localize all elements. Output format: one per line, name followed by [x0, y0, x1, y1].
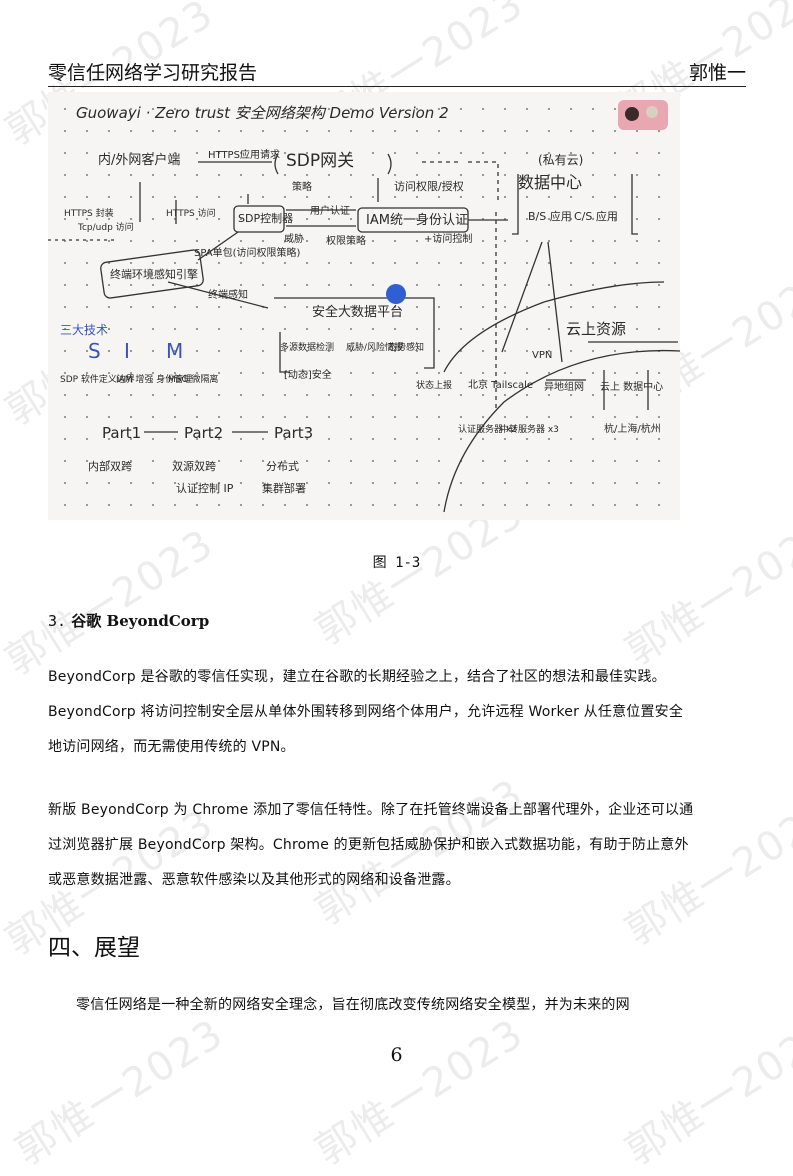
- section-heading: 3. 谷歌 BeyondCorp: [48, 610, 209, 631]
- sketch-https-request: HTTPS应用请求: [208, 148, 280, 161]
- sketch-spa: SPA单包(访问权限策略): [194, 246, 300, 259]
- paragraph-line: BeyondCorp 将访问控制安全层从单体外围转移到网络个体用户，允许远程 W…: [48, 704, 684, 720]
- sketch-server: 中转服务器 x3: [500, 423, 559, 435]
- paragraph-line: BeyondCorp 是谷歌的零信任实现，建立在谷歌的长期经验之上，结合了社区的…: [48, 669, 666, 685]
- sketch-strokes: [48, 153, 680, 513]
- page-header: 零信任网络学习研究报告 郭惟一: [48, 58, 746, 87]
- sketch-part1: Part1: [102, 424, 141, 442]
- sketch-client: 内/外网客户端: [98, 152, 180, 168]
- sketch-auth-policy: 权限策略: [326, 234, 366, 247]
- sketch-remote-net: 异地组网: [544, 380, 584, 393]
- sketch-platform-item: 多源数据检测: [280, 341, 334, 353]
- sketch-vpn: VPN: [532, 350, 552, 361]
- sketch-cities: 杭/上海/杭州: [604, 422, 661, 435]
- sketch-platform-item: 威胁/风险情报: [346, 341, 403, 353]
- sketch-threat: 威胁: [284, 232, 304, 245]
- sketch-title: Guowayi · Zero trust 安全网络架构 Demo Version…: [76, 104, 449, 122]
- sketch-sdp-gateway: SDP网关: [286, 151, 354, 171]
- chapter-heading: 四、展望: [48, 935, 140, 961]
- sketch-cs-app: C/S 应用: [574, 209, 618, 223]
- sketch-datacenter-top: (私有云): [538, 153, 583, 167]
- sketch-letter-m: M: [166, 339, 183, 363]
- watermark: 郭惟一2023: [307, 1010, 533, 1175]
- author-name: 郭惟一: [688, 62, 746, 84]
- sketch-three-tech: 三大技术: [60, 323, 108, 337]
- paragraph-line: 零信任网络是一种全新的网络安全理念，旨在彻底改变传统网络安全模型，并为未来的网: [76, 997, 630, 1013]
- sketch-status-report: 状态上报: [416, 379, 452, 391]
- sketch-policy: 策略: [292, 180, 312, 193]
- sketch-tech-item: MSG 微隔离: [168, 373, 218, 385]
- section-title: 谷歌 BeyondCorp: [71, 612, 210, 630]
- paragraph-line: 或恶意数据泄露、恶意软件感染以及其他形式的网络和设备泄露。: [48, 872, 460, 888]
- sketch-platform-item: 态势感知: [388, 341, 424, 353]
- sketch-datacenter: 数据中心: [518, 173, 582, 192]
- paragraph: BeyondCorp 是谷歌的零信任实现，建立在谷歌的长期经验之上，结合了社区的…: [48, 660, 748, 765]
- sketch-plus-access: +访问控制: [424, 232, 472, 245]
- sketch-part-note2: 认证控制 IP: [176, 481, 234, 495]
- blue-dot: [386, 284, 406, 304]
- paragraph: 新版 BeyondCorp 为 Chrome 添加了零信任特性。除了在托管终端设…: [48, 793, 748, 898]
- paragraph-line: 新版 BeyondCorp 为 Chrome 添加了零信任特性。除了在托管终端设…: [48, 802, 694, 818]
- figure-caption: 图 1-3: [372, 555, 421, 571]
- sketch-part3: Part3: [274, 424, 313, 442]
- sketch-letter-i: I: [124, 339, 130, 363]
- sketch-part-note: 内部双跨: [88, 459, 132, 473]
- sketch-beijing: 北京 Tailscale: [468, 378, 533, 391]
- sketch-https-access: HTTPS 访问: [166, 207, 216, 219]
- sketch-part2: Part2: [184, 424, 223, 442]
- report-title: 零信任网络学习研究报告: [48, 62, 258, 84]
- sketch-security-platform: 安全大数据平台: [312, 304, 403, 320]
- sketch-env-sense: 终端环境感知引擎: [110, 267, 198, 281]
- sketch-cloud-dc: 云上 数据中心: [600, 380, 663, 393]
- sketch-letter-s: S: [88, 339, 101, 363]
- architecture-sketch: Guowayi · Zero trust 安全网络架构 Demo Version…: [48, 100, 680, 513]
- sketch-tcp-udp: Tcp/udp 访问: [77, 221, 134, 233]
- sketch-access-grant: 访问权限/授权: [394, 179, 464, 193]
- paragraph-line: 地访问网络，而无需使用传统的 VPN。: [48, 739, 295, 755]
- sketch-cloud: 云上资源: [566, 320, 626, 338]
- sketch-sdp-control: SDP控制器: [238, 211, 293, 225]
- sketch-iam: IAM统一身份认证: [366, 212, 468, 228]
- sketch-part-note: 分布式: [266, 460, 299, 473]
- sketch-bs-app: B/S 应用: [528, 209, 572, 223]
- sketch-sticker: [618, 100, 668, 130]
- sketch-https-seal: HTTPS 封装: [64, 207, 114, 219]
- sketch-tech-item: SDP 软件定义边界: [60, 373, 135, 385]
- watermark: 郭惟一2023: [617, 510, 793, 675]
- chapter-intro: 零信任网络是一种全新的网络安全理念，旨在彻底改变传统网络安全模型，并为未来的网: [48, 988, 748, 1023]
- watermark: 郭惟一2023: [7, 1010, 233, 1175]
- sketch-tech-item: IAM 增强 身份管理: [116, 373, 192, 385]
- watermark: 郭惟一2023: [617, 1010, 793, 1175]
- sketch-terminal-sense: 终端感知: [208, 288, 248, 301]
- sketch-server: 认证服务器 x2: [458, 423, 517, 435]
- sketch-dynamic-safe: [动态]安全: [284, 368, 332, 381]
- sketch-part-note2: 集群部署: [262, 481, 306, 495]
- section-number: 3.: [48, 612, 67, 630]
- page-number: 6: [390, 1044, 403, 1066]
- architecture-sketch-figure: Guowayi · Zero trust 安全网络架构 Demo Version…: [48, 92, 680, 520]
- sketch-part-note: 双源双跨: [172, 459, 216, 473]
- paragraph-line: 过浏览器扩展 BeyondCorp 架构。Chrome 的更新包括威胁保护和嵌入…: [48, 837, 689, 853]
